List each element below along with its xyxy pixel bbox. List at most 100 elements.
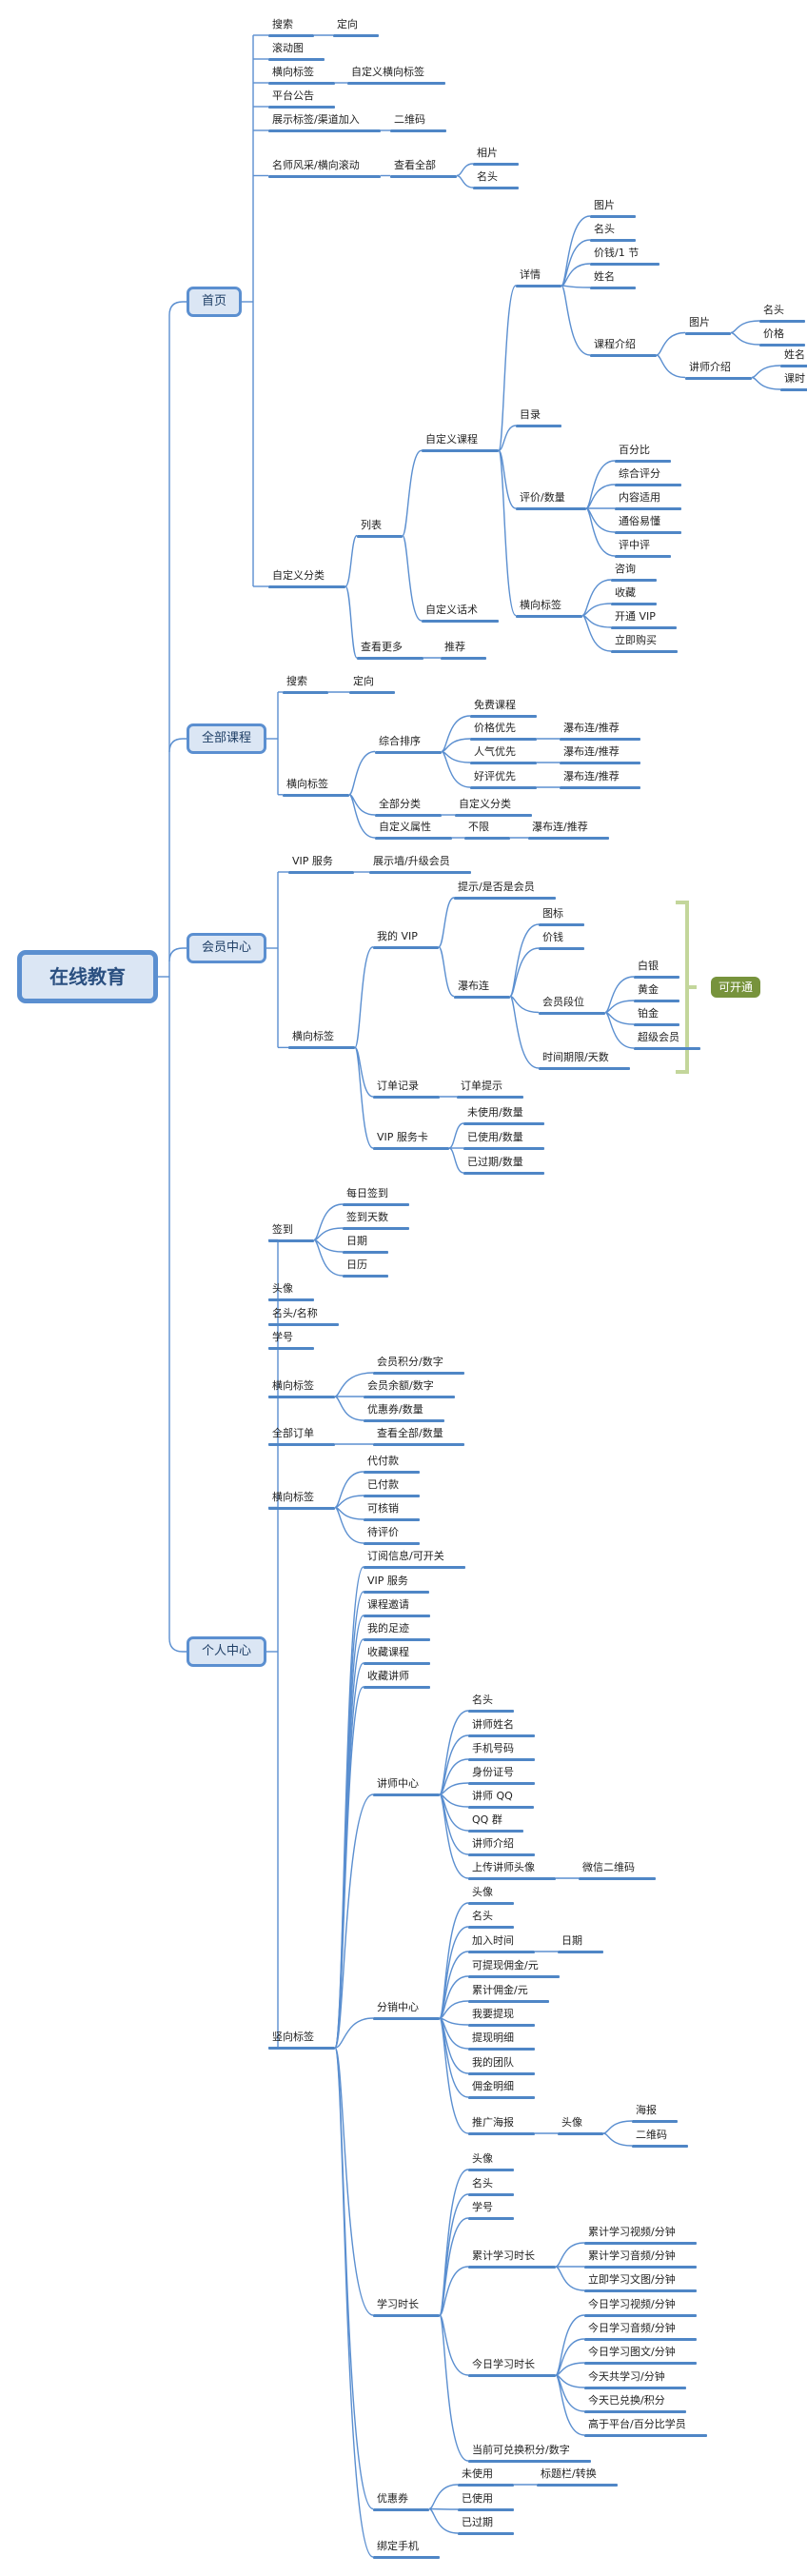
topic-node[interactable]: 标题栏/转换 (537, 2467, 618, 2487)
topic-node[interactable]: 学习时长 (373, 2298, 440, 2317)
topic-node[interactable]: 优惠券/数量 (364, 1403, 444, 1422)
topic-node[interactable]: 咨询 (611, 563, 657, 582)
topic-node[interactable]: 搜索 (268, 18, 314, 37)
topic-node[interactable]: 时间期限/天数 (539, 1051, 630, 1070)
topic-node[interactable]: 手机号码 (468, 1742, 535, 1761)
topic-node[interactable]: 累计学习时长 (468, 2249, 556, 2269)
topic-node[interactable]: VIP 服务卡 (373, 1131, 449, 1150)
topic-node[interactable]: 可核销 (364, 1502, 420, 1521)
topic-node[interactable]: 未使用 (458, 2467, 514, 2487)
topic-node[interactable]: 查看全部 (390, 159, 457, 178)
topic-node[interactable]: 头像 (268, 1282, 314, 1301)
topic-node[interactable]: 我的 VIP (373, 930, 439, 949)
topic-node[interactable]: 会员段位 (539, 996, 605, 1015)
topic-node[interactable]: 二维码 (390, 113, 446, 132)
topic-node[interactable]: 名头 (590, 223, 636, 242)
topic-node[interactable]: 开通 VIP (611, 610, 677, 629)
topic-node[interactable]: 会员积分/数字 (373, 1356, 464, 1375)
topic-node[interactable]: 价格优先 (470, 722, 537, 741)
topic-node[interactable]: 讲师姓名 (468, 1718, 535, 1737)
topic-node[interactable]: 优惠券 (373, 2492, 429, 2511)
topic-node[interactable]: 价钱/1 节 (590, 247, 659, 266)
topic-node[interactable]: 可提现佣金/元 (468, 1959, 560, 1978)
topic-node[interactable]: 姓名 (590, 270, 636, 289)
topic-node[interactable]: 横向标签 (516, 599, 582, 618)
topic-node[interactable]: 横向标签 (283, 778, 349, 797)
topic-node[interactable]: 微信二维码 (579, 1861, 656, 1880)
topic-node[interactable]: 评价/数量 (516, 491, 586, 510)
topic-node[interactable]: 会员余额/数字 (364, 1379, 455, 1398)
topic-node[interactable]: 名头 (468, 1694, 514, 1713)
topic-node[interactable]: 未使用/数量 (463, 1106, 544, 1125)
topic-node[interactable]: 已过期/数量 (463, 1156, 544, 1175)
topic-node[interactable]: 佣金明细 (468, 2080, 535, 2099)
topic-node[interactable]: 加入时间 (468, 1934, 535, 1953)
topic-node[interactable]: 铂金 (634, 1007, 679, 1026)
topic-node[interactable]: 今日学习视频/分钟 (584, 2298, 697, 2317)
topic-node[interactable]: 立即学习文图/分钟 (584, 2273, 697, 2292)
topic-node[interactable]: 自定义分类 (268, 569, 345, 588)
topic-node[interactable]: 今天共学习/分钟 (584, 2370, 686, 2389)
topic-node[interactable]: 查看更多 (357, 641, 423, 660)
main-topic-首页[interactable]: 首页 (187, 287, 242, 317)
topic-node[interactable]: 已过期 (458, 2516, 514, 2535)
topic-node[interactable]: VIP 服务 (364, 1575, 429, 1594)
topic-node[interactable]: 自定义课程 (422, 433, 499, 453)
topic-node[interactable]: 横向标签 (268, 1491, 335, 1510)
topic-node[interactable]: 搜索 (283, 675, 328, 694)
topic-node[interactable]: 竖向标签 (268, 2031, 335, 2050)
topic-node[interactable]: 展示标签/渠道加入 (268, 113, 381, 132)
topic-node[interactable]: 学号 (468, 2201, 514, 2220)
topic-node[interactable]: 横向标签 (268, 66, 335, 85)
topic-node[interactable]: 百分比 (615, 444, 671, 463)
topic-node[interactable]: 绑定手机 (373, 2540, 440, 2559)
topic-node[interactable]: 图片 (590, 199, 636, 218)
topic-node[interactable]: 瀑布连 (454, 980, 510, 999)
topic-node[interactable]: 日期 (343, 1235, 388, 1254)
topic-node[interactable]: 图片 (685, 316, 731, 335)
topic-node[interactable]: 名头 (468, 1910, 514, 1929)
topic-node[interactable]: 上传讲师头像 (468, 1861, 556, 1880)
topic-node[interactable]: 详情 (516, 268, 561, 287)
topic-node[interactable]: 综合评分 (615, 467, 681, 486)
main-topic-全部课程[interactable]: 全部课程 (187, 723, 266, 754)
topic-node[interactable]: 名师风采/横向滚动 (268, 159, 381, 178)
topic-node[interactable]: 收藏 (611, 586, 657, 605)
topic-node[interactable]: 我的足迹 (364, 1622, 430, 1641)
topic-node[interactable]: 自定义横向标签 (347, 66, 445, 85)
topic-node[interactable]: 课时 (780, 372, 807, 391)
topic-node[interactable]: 全部分类 (375, 798, 442, 817)
topic-node[interactable]: 头像 (558, 2116, 603, 2135)
topic-node[interactable]: 全部订单 (268, 1427, 335, 1446)
topic-node[interactable]: 日历 (343, 1258, 388, 1278)
topic-node[interactable]: 累计学习音频/分钟 (584, 2249, 697, 2269)
topic-node[interactable]: 已付款 (364, 1478, 420, 1497)
topic-node[interactable]: 学号 (268, 1331, 314, 1350)
topic-node[interactable]: 展示墙/升级会员 (369, 855, 471, 874)
topic-node[interactable]: 头像 (468, 2152, 514, 2171)
topic-node[interactable]: 推荐 (441, 641, 486, 660)
topic-node[interactable]: 提现明细 (468, 2031, 535, 2051)
topic-node[interactable]: 价格 (759, 327, 805, 347)
topic-node[interactable]: 已使用/数量 (463, 1131, 544, 1150)
topic-node[interactable]: 高于平台/百分比学员 (584, 2418, 707, 2437)
topic-node[interactable]: 查看全部/数量 (373, 1427, 464, 1446)
topic-node[interactable]: 立即购买 (611, 634, 678, 653)
topic-node[interactable]: 横向标签 (288, 1030, 355, 1050)
topic-node[interactable]: 瀑布连/推荐 (560, 745, 640, 764)
topic-node[interactable]: QQ 群 (468, 1813, 523, 1833)
topic-node[interactable]: 好评优先 (470, 770, 537, 789)
topic-node[interactable]: 自定义属性 (375, 821, 452, 840)
topic-node[interactable]: 人气优先 (470, 745, 537, 764)
topic-node[interactable]: 相片 (473, 147, 519, 166)
topic-node[interactable]: 今日学习图文/分钟 (584, 2346, 697, 2365)
topic-node[interactable]: 讲师中心 (373, 1777, 440, 1796)
topic-node[interactable]: 二维码 (632, 2129, 688, 2148)
topic-node[interactable]: 分销中心 (373, 2001, 440, 2020)
topic-node[interactable]: 今日学习时长 (468, 2358, 556, 2377)
topic-node[interactable]: VIP 服务 (288, 855, 354, 874)
topic-node[interactable]: 讲师介绍 (685, 361, 752, 380)
topic-node[interactable]: 名头 (759, 304, 805, 323)
topic-node[interactable]: 瀑布连/推荐 (528, 821, 609, 840)
topic-node[interactable]: 今天已兑换/积分 (584, 2394, 686, 2413)
